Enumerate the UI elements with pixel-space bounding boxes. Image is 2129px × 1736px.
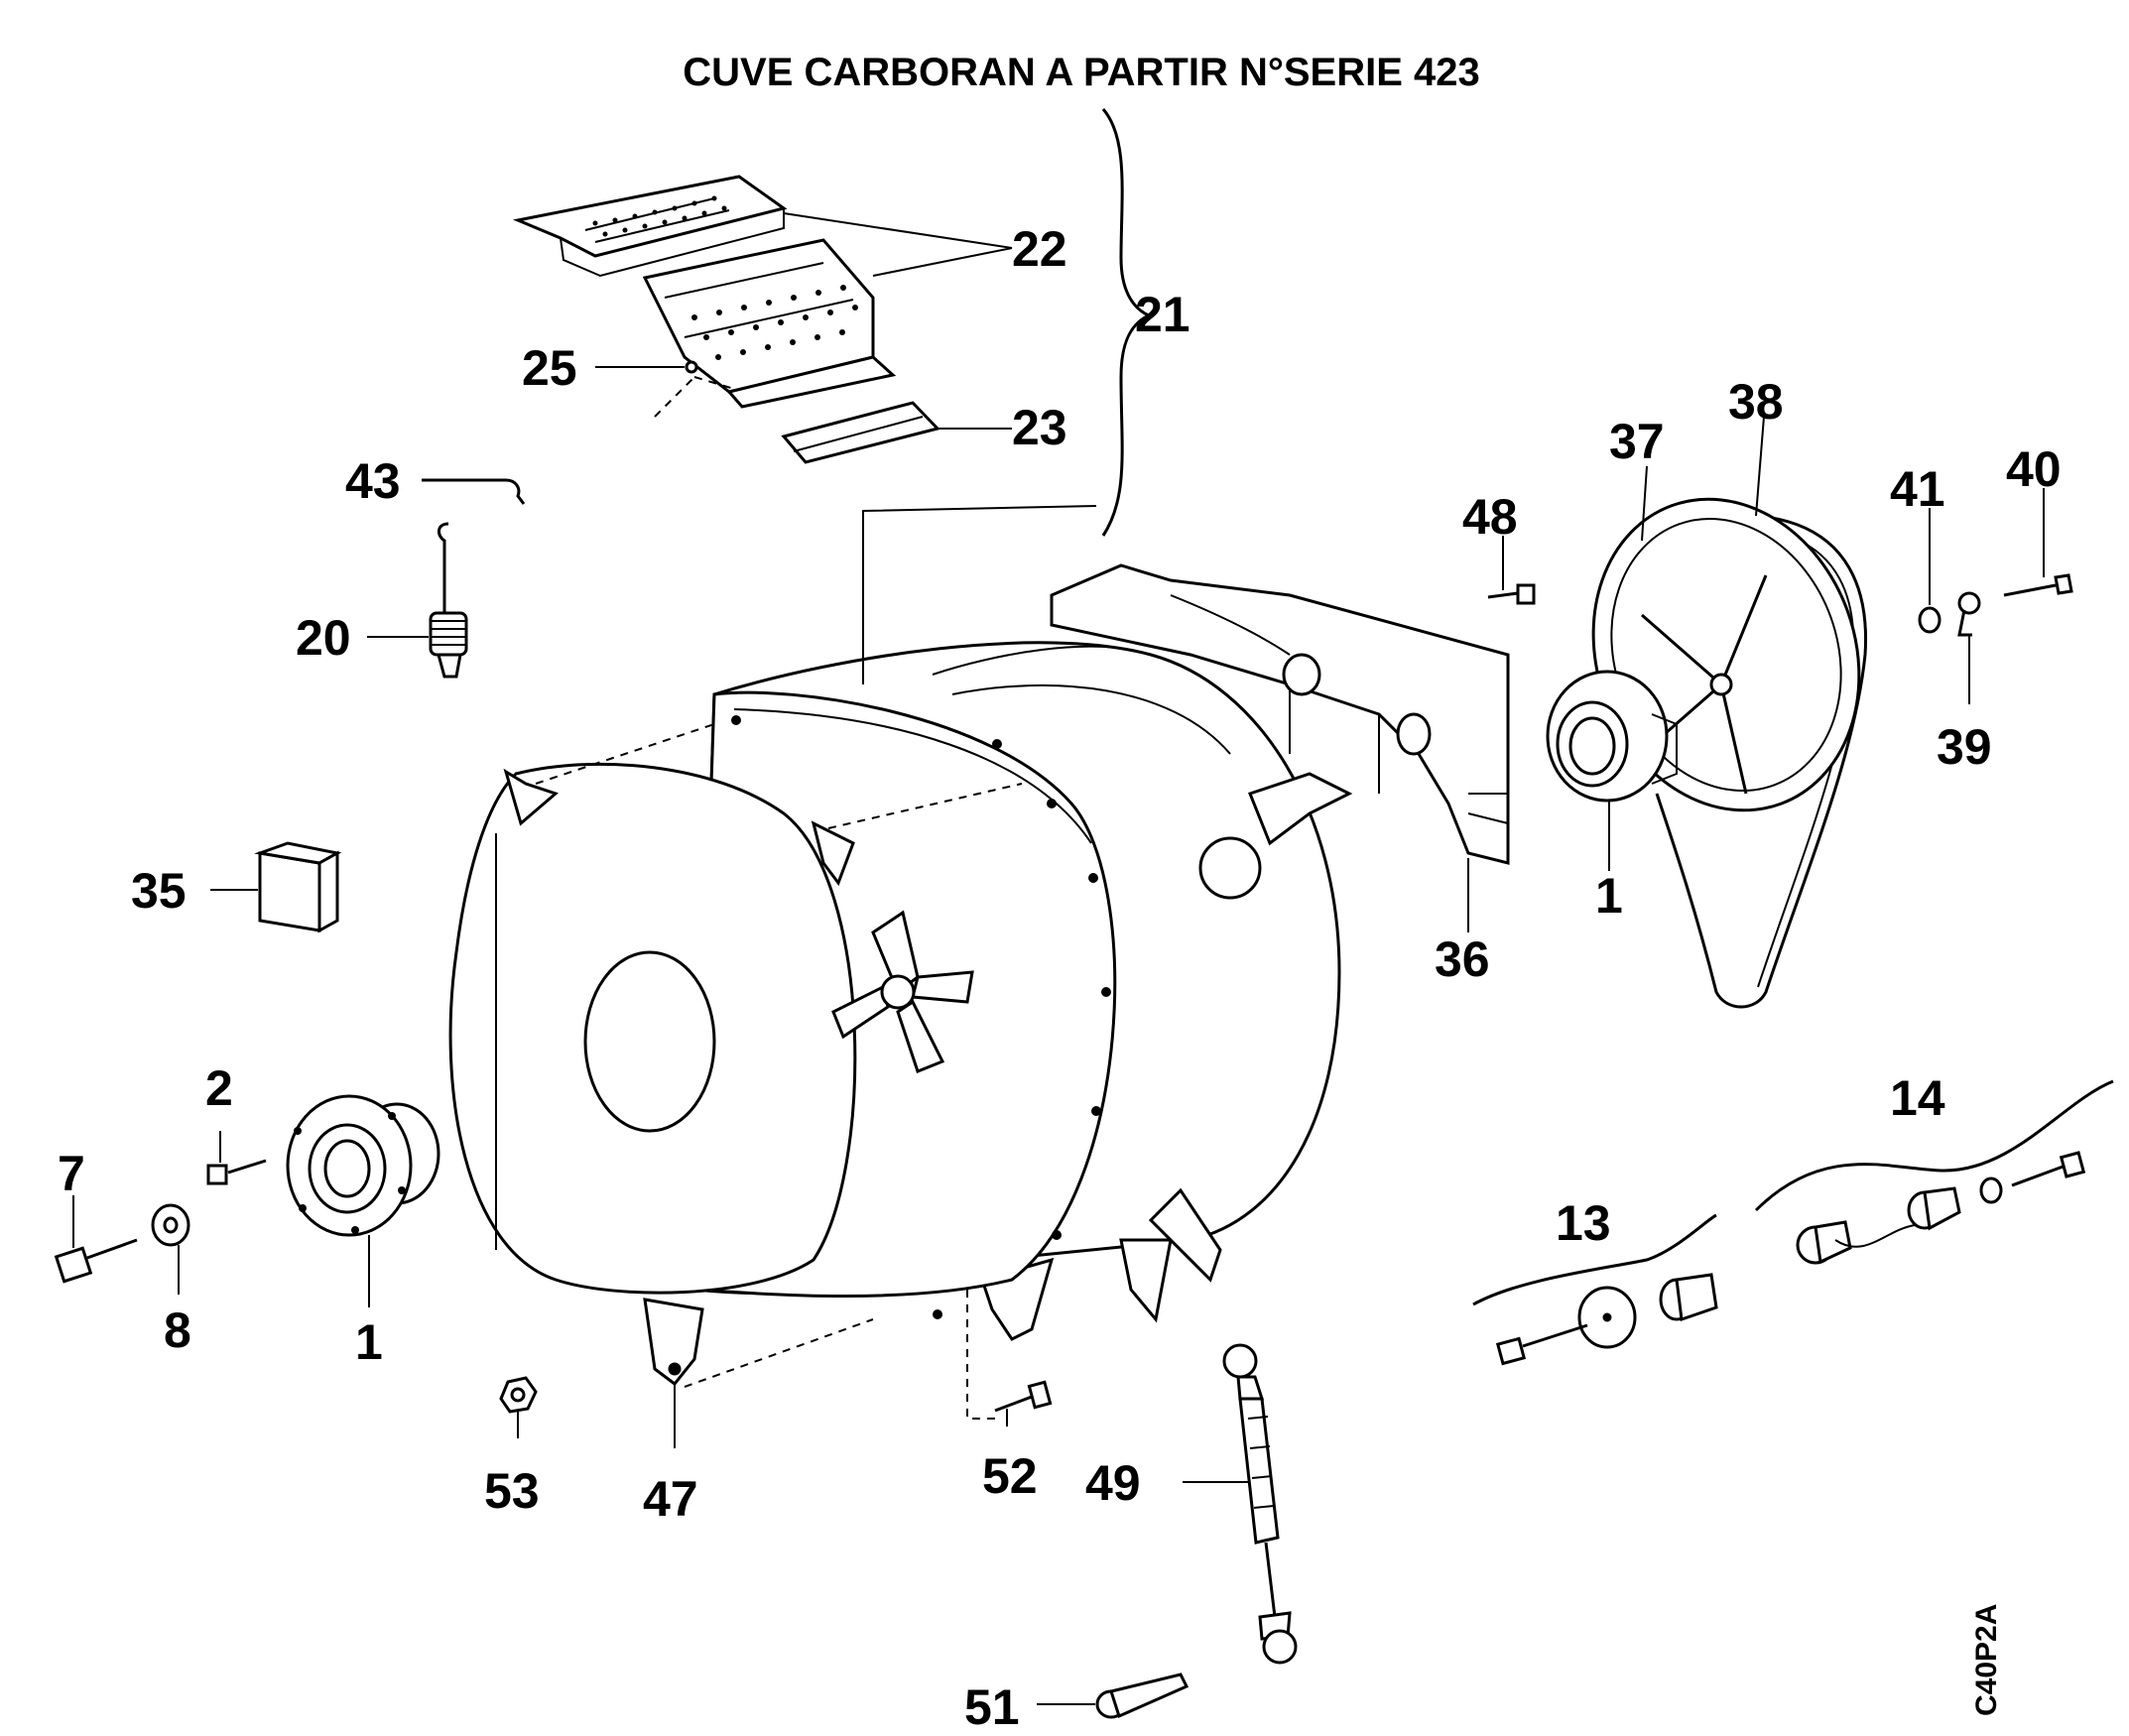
callout-2: 2 — [205, 1060, 233, 1116]
tub-bolt-part — [994, 1380, 1053, 1413]
callout-22: 22 — [1012, 221, 1067, 277]
callout-41: 41 — [1890, 461, 1945, 517]
leader-22a — [783, 212, 1013, 249]
callout-43: 43 — [345, 453, 401, 509]
callout-36: 36 — [1435, 931, 1490, 987]
lug-part — [1957, 591, 1981, 637]
hook-part — [422, 478, 526, 505]
bearing-housing-front — [286, 1094, 440, 1237]
callout-21: 21 — [1135, 287, 1190, 342]
tub-body — [448, 563, 1510, 1387]
damper-pin-line-14 — [1754, 1079, 2114, 1212]
bolt-part — [2003, 573, 2073, 597]
callout-48: 48 — [1462, 489, 1518, 545]
spring-pin-part — [1095, 1673, 1190, 1719]
callout-1-rear: 1 — [1595, 868, 1623, 924]
callout-14: 14 — [1890, 1070, 1945, 1126]
screw-part — [1487, 583, 1536, 605]
callout-7: 7 — [58, 1146, 85, 1201]
small-bolt-part — [206, 1159, 267, 1185]
callout-51: 51 — [964, 1679, 1020, 1735]
assembly-brace — [1101, 108, 1153, 537]
callout-23: 23 — [1012, 400, 1067, 455]
callout-25: 25 — [522, 340, 577, 396]
callout-40: 40 — [2006, 441, 2062, 497]
callout-37: 37 — [1609, 414, 1665, 469]
drawing-code: C40P2A — [1970, 1604, 2003, 1716]
shock-absorber-part — [1222, 1343, 1298, 1665]
callout-53: 53 — [484, 1463, 540, 1519]
lifter-assembly — [512, 175, 897, 409]
damper-pin-line-13 — [1472, 1213, 1717, 1306]
callout-52: 52 — [982, 1448, 1038, 1504]
diagram-title: CUVE CARBORAN A PARTIR N°SERIE 423 — [683, 51, 1480, 94]
callout-38: 38 — [1728, 374, 1784, 430]
nut-part — [499, 1376, 538, 1414]
alignment-line — [535, 723, 715, 785]
callout-8: 8 — [164, 1302, 191, 1358]
callout-13: 13 — [1556, 1195, 1611, 1251]
callout-39: 39 — [1937, 719, 1992, 775]
leader-22b — [872, 247, 1013, 277]
callout-20: 20 — [296, 610, 351, 666]
callout-35: 35 — [131, 863, 187, 919]
callout-1-front: 1 — [355, 1314, 383, 1370]
flat-washer-part — [151, 1203, 190, 1247]
pin-part — [685, 360, 698, 374]
hex-bolt-part — [54, 1238, 138, 1284]
spring-part — [429, 522, 468, 679]
callout-47: 47 — [643, 1471, 698, 1527]
bearing-housing-rear — [1546, 670, 1678, 803]
damper-pin-14 — [1796, 1151, 2086, 1265]
damper-pin-13 — [1495, 1273, 1718, 1366]
washer-part — [1918, 606, 1941, 634]
block-part — [254, 841, 342, 933]
callout-49: 49 — [1085, 1455, 1141, 1511]
